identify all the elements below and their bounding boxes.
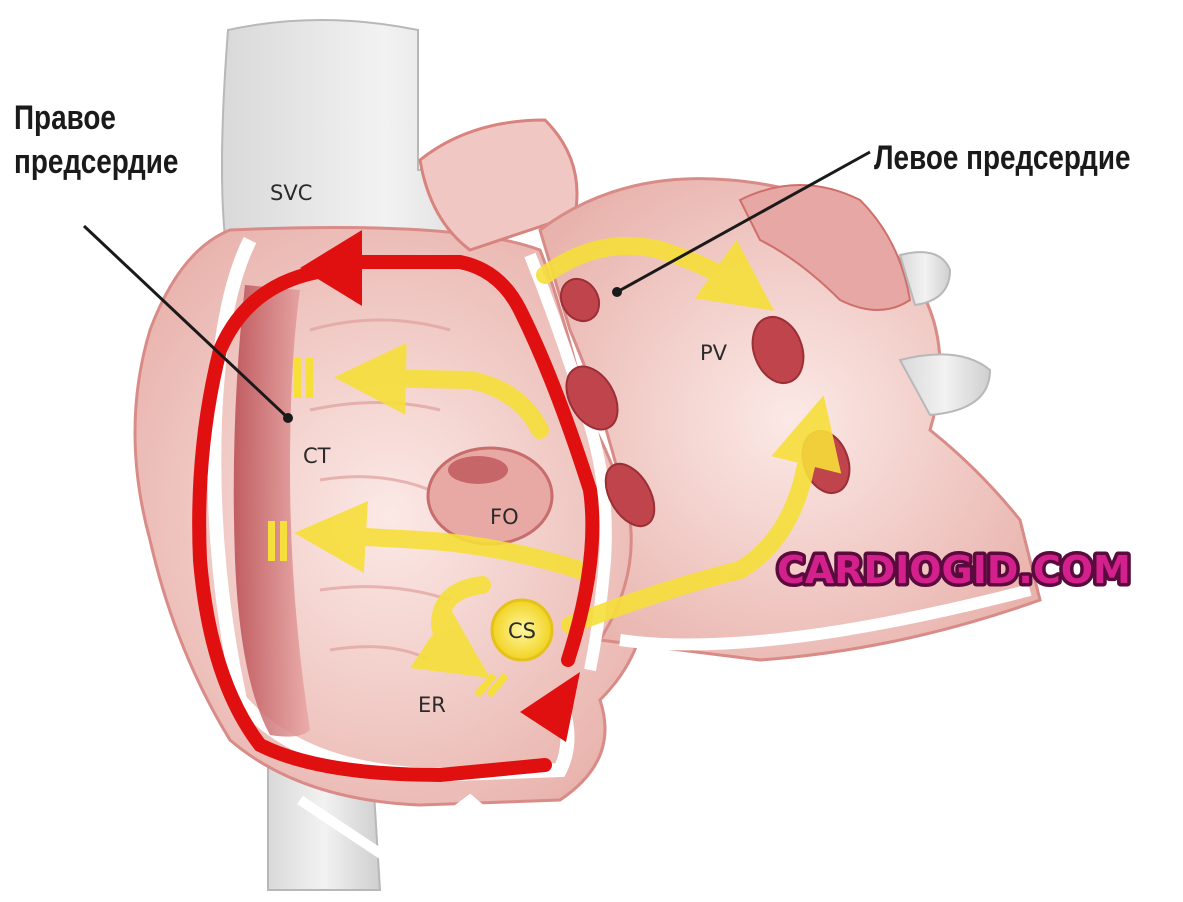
leader-dot-left (612, 287, 622, 297)
watermark-logo: CARDIOGID.COM CARDIOGID.COM (777, 548, 1131, 592)
label-svc: SVC (270, 181, 312, 205)
leader-dot-right (283, 413, 293, 423)
svg-text:CARDIOGID.COM: CARDIOGID.COM (777, 548, 1131, 592)
label-ct: CT (303, 444, 331, 468)
fossa-ovalis-shadow (448, 456, 508, 484)
label-pv: PV (700, 341, 728, 365)
label-fo: FO (490, 505, 519, 529)
label-cs: CS (508, 619, 536, 643)
label-right-atrium: Правое предсердие (14, 96, 178, 184)
label-right-atrium-line1: Правое (14, 96, 178, 140)
label-right-atrium-line2: предсердие (14, 140, 178, 184)
label-er: ER (418, 693, 446, 717)
label-left-atrium: Левое предсердие (874, 136, 1131, 180)
